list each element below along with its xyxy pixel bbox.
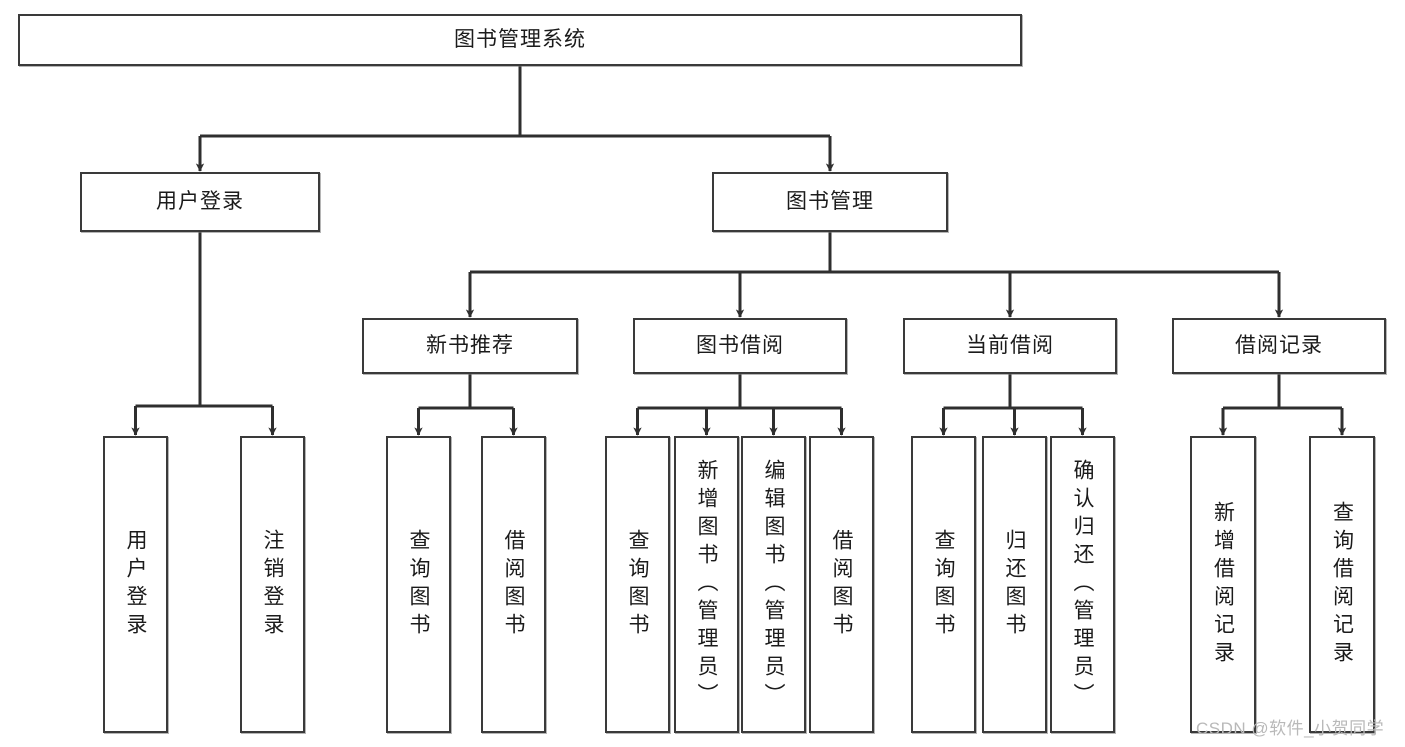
node-label: 用户登录 — [156, 189, 244, 213]
node-l_q1[interactable]: 查询图书 — [386, 436, 451, 733]
node-label: 用户登录 — [124, 528, 147, 641]
node-label: 查询借阅记录 — [1330, 500, 1354, 669]
node-l_edit[interactable]: 编辑图书（管理员） — [741, 436, 806, 733]
node-label: 归还图书 — [1003, 528, 1026, 641]
node-label: 新书推荐 — [426, 333, 514, 357]
node-label: 图书管理系统 — [454, 27, 586, 51]
node-l_add[interactable]: 新增图书（管理员） — [674, 436, 739, 733]
node-l_login[interactable]: 用户登录 — [103, 436, 168, 733]
node-l_qrec[interactable]: 查询借阅记录 — [1309, 436, 1375, 733]
node-label: 当前借阅 — [966, 333, 1054, 357]
node-label: 查询图书 — [407, 528, 430, 641]
node-l_logout[interactable]: 注销登录 — [240, 436, 305, 733]
node-newbook[interactable]: 新书推荐 — [362, 318, 578, 374]
edge-group — [131, 66, 1347, 436]
node-label: 注销登录 — [261, 528, 284, 641]
node-label: 确认归还（管理员） — [1071, 458, 1094, 711]
node-label: 新增图书（管理员） — [695, 458, 718, 711]
node-current[interactable]: 当前借阅 — [903, 318, 1117, 374]
node-root[interactable]: 图书管理系统 — [18, 14, 1022, 66]
node-label: 查询图书 — [626, 528, 649, 641]
node-l_q2[interactable]: 查询图书 — [605, 436, 670, 733]
node-label: 新增借阅记录 — [1211, 500, 1235, 669]
node-l_return[interactable]: 归还图书 — [982, 436, 1047, 733]
node-l_q3[interactable]: 查询图书 — [911, 436, 976, 733]
node-records[interactable]: 借阅记录 — [1172, 318, 1386, 374]
node-label: 借阅图书 — [830, 528, 853, 641]
node-label: 借阅记录 — [1235, 333, 1323, 357]
node-l_confirm[interactable]: 确认归还（管理员） — [1050, 436, 1115, 733]
node-label: 编辑图书（管理员） — [762, 458, 785, 711]
node-label: 图书管理 — [786, 189, 874, 213]
node-borrow[interactable]: 图书借阅 — [633, 318, 847, 374]
node-bookmgmt[interactable]: 图书管理 — [712, 172, 948, 232]
node-login[interactable]: 用户登录 — [80, 172, 320, 232]
node-l_addrec[interactable]: 新增借阅记录 — [1190, 436, 1256, 733]
watermark-label: CSDN @软件_小贺同学 — [1196, 719, 1385, 738]
node-label: 借阅图书 — [502, 528, 525, 641]
node-l_b2[interactable]: 借阅图书 — [809, 436, 874, 733]
node-label: 查询图书 — [932, 528, 955, 641]
node-label: 图书借阅 — [696, 333, 784, 357]
node-l_b1[interactable]: 借阅图书 — [481, 436, 546, 733]
